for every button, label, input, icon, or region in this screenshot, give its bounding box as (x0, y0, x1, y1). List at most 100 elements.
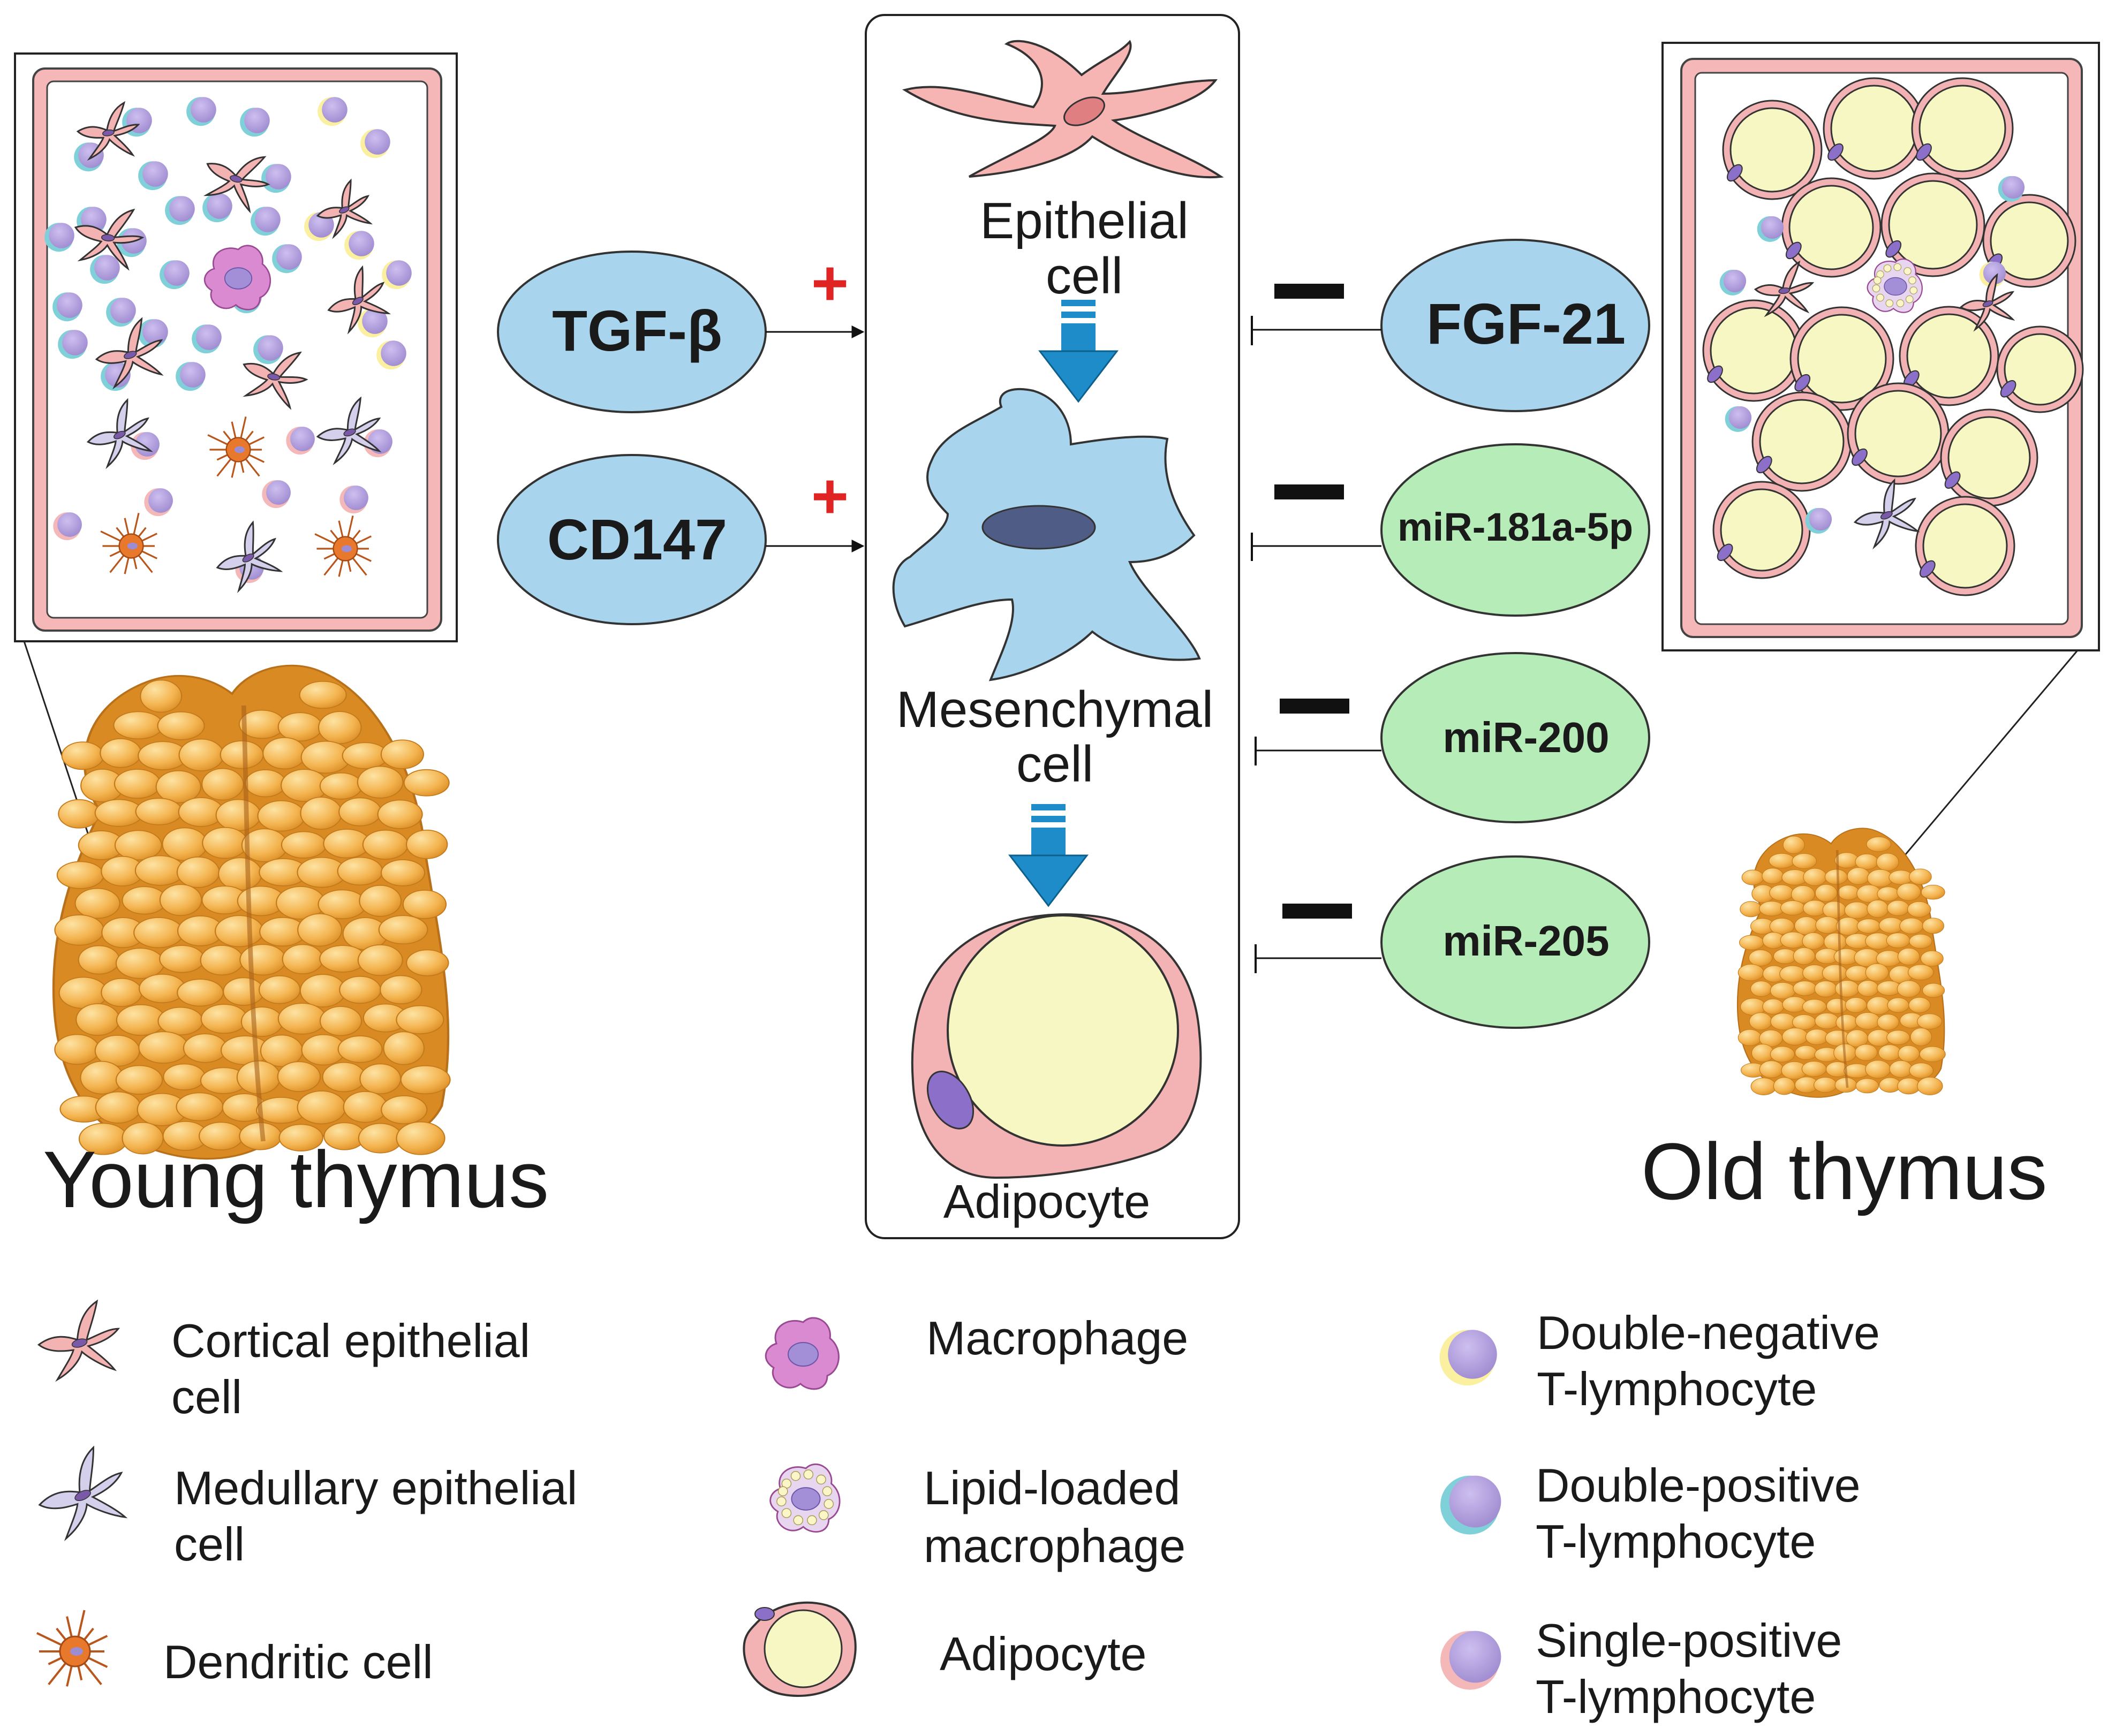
epithelial-cell-icon (902, 40, 1224, 178)
adipocyte-icon (1880, 172, 1985, 277)
epithelial-label-line2: cell (1046, 247, 1123, 305)
legend-sp-line1: Single-positive (1536, 1614, 1842, 1667)
adipocyte-icon (1982, 194, 2076, 288)
dendritic-cell-icon (314, 516, 372, 577)
double-positive-lymphocyte-icon (1719, 269, 1747, 295)
double-positive-lymphocyte-icon (138, 161, 168, 191)
legend-dn-line1: Double-negative (1537, 1306, 1880, 1359)
transition-panel: Epithelial cell Mesenchymal cell (865, 14, 1240, 1239)
adipocyte-icon (1702, 299, 1805, 402)
double-positive-lymphocyte-icon (1440, 1475, 1501, 1535)
double-positive-lymphocyte-icon (1725, 406, 1752, 432)
legend: Cortical epithelial cell Medullary epith… (36, 1299, 1880, 1723)
inhibitor-label: miR-181a-5p (1398, 505, 1633, 549)
legend-adipocyte: Adipocyte (940, 1627, 1146, 1680)
legend-lipid-line1: Lipid-loaded (924, 1461, 1181, 1514)
legend-macrophage: Macrophage (926, 1312, 1188, 1364)
old-thymus-cells (1702, 77, 2084, 596)
adipocyte-icon (743, 1601, 857, 1697)
double-positive-lymphocyte-icon (176, 362, 206, 391)
double-negative-lymphocyte-icon (1439, 1330, 1497, 1386)
double-negative-lymphocyte-icon (344, 231, 374, 260)
single-positive-lymphocyte-icon (1440, 1631, 1501, 1690)
single-positive-lymphocyte-icon (262, 480, 291, 509)
cortical-epithelial-icon (316, 178, 373, 239)
minus-sign (1274, 284, 1344, 299)
dendritic-cell-icon (207, 416, 265, 478)
legend-dendritic: Dendritic cell (163, 1635, 433, 1688)
adipocyte-icon (1789, 306, 1894, 411)
old-thymus-organ (1736, 650, 2079, 1098)
mesenchymal-label-line1: Mesenchymal (896, 681, 1213, 738)
double-positive-lymphocyte-icon (1757, 216, 1784, 242)
cortical-epithelial-icon (327, 265, 391, 335)
lipid-macrophage-icon (1867, 259, 1923, 313)
single-positive-lymphocyte-icon (53, 512, 82, 541)
epithelial-label-line1: Epithelial (980, 192, 1189, 249)
medullary-epithelial-icon (316, 396, 382, 466)
legend-medullary-line1: Medullary epithelial (174, 1461, 577, 1514)
double-negative-lymphocyte-icon (360, 129, 390, 158)
double-positive-lymphocyte-icon (58, 330, 88, 359)
minus-sign (1282, 904, 1352, 919)
legend-sp-line2: T-lymphocyte (1536, 1670, 1816, 1723)
cortical-epithelial-icon (37, 1299, 120, 1382)
cortical-epithelial-icon (243, 351, 308, 410)
single-positive-lymphocyte-icon (286, 427, 315, 455)
double-positive-lymphocyte-icon (1998, 176, 2025, 202)
young-thymus-organ (23, 641, 451, 1160)
double-positive-lymphocyte-icon (253, 335, 283, 365)
down-arrow-icon (1038, 300, 1119, 403)
legend-lipid-line2: macrophage (924, 1519, 1185, 1572)
lipid-macrophage-icon (769, 1463, 841, 1533)
adipocyte-icon (1915, 496, 2015, 596)
legend-cortical-line1: Cortical epithelial (171, 1314, 530, 1367)
mesenchymal-cell-icon (892, 388, 1201, 681)
adipocyte-icon (1823, 77, 1925, 180)
promoter-label: CD147 (547, 507, 727, 572)
young-thymus-label: Young thymus (43, 1134, 549, 1224)
legend-dn-line2: T-lymphocyte (1537, 1362, 1817, 1415)
adipocyte-icon (1722, 100, 1823, 200)
medullary-epithelial-icon (216, 520, 283, 594)
promoter-cd147: CD147 + (497, 454, 865, 625)
promoter-label: TGF-β (552, 298, 722, 363)
single-positive-lymphocyte-icon (339, 486, 368, 514)
legend-dp-line1: Double-positive (1536, 1459, 1861, 1512)
old-thymus-label: Old thymus (1641, 1126, 2048, 1216)
double-positive-lymphocyte-icon (186, 97, 216, 126)
cortical-epithelial-icon (95, 317, 164, 390)
plus-sign: + (811, 247, 849, 319)
double-positive-lymphocyte-icon (52, 292, 82, 322)
double-positive-lymphocyte-icon (192, 324, 222, 354)
cortical-epithelial-icon (74, 208, 145, 271)
inhibitor-mir-205: miR-205 (1255, 855, 1650, 1029)
young-thymus-inset (14, 52, 458, 642)
double-positive-lymphocyte-icon (90, 255, 120, 284)
inhibitor-mir-200: miR-200 (1255, 652, 1650, 823)
double-positive-lymphocyte-icon (261, 164, 291, 193)
double-negative-lymphocyte-icon (318, 97, 348, 126)
medullary-epithelial-icon (1853, 478, 1920, 550)
promoter-tgf-beta: TGF-β + (497, 247, 865, 413)
cortical-epithelial-icon (1959, 273, 2015, 332)
dendritic-cell-icon (36, 1610, 108, 1687)
macrophage-icon (765, 1317, 840, 1390)
double-positive-lymphocyte-icon (272, 244, 302, 274)
adipocyte-icon (1751, 391, 1852, 492)
double-positive-lymphocyte-icon (251, 207, 281, 236)
minus-sign (1274, 484, 1344, 499)
mesenchymal-label-line2: cell (1016, 736, 1093, 793)
double-positive-lymphocyte-icon (240, 108, 270, 137)
double-positive-lymphocyte-icon (165, 196, 195, 225)
down-arrow-icon (1008, 804, 1089, 907)
legend-cortical-line2: cell (171, 1370, 242, 1423)
cortical-epithelial-icon (203, 156, 270, 214)
old-thymus-inset (1661, 42, 2100, 651)
adipocyte-icon (1996, 325, 2084, 413)
medullary-epithelial-icon (86, 398, 153, 469)
inhibitor-label: miR-205 (1442, 917, 1609, 965)
young-thymus-cells (44, 97, 412, 594)
double-positive-lymphocyte-icon (160, 260, 190, 290)
